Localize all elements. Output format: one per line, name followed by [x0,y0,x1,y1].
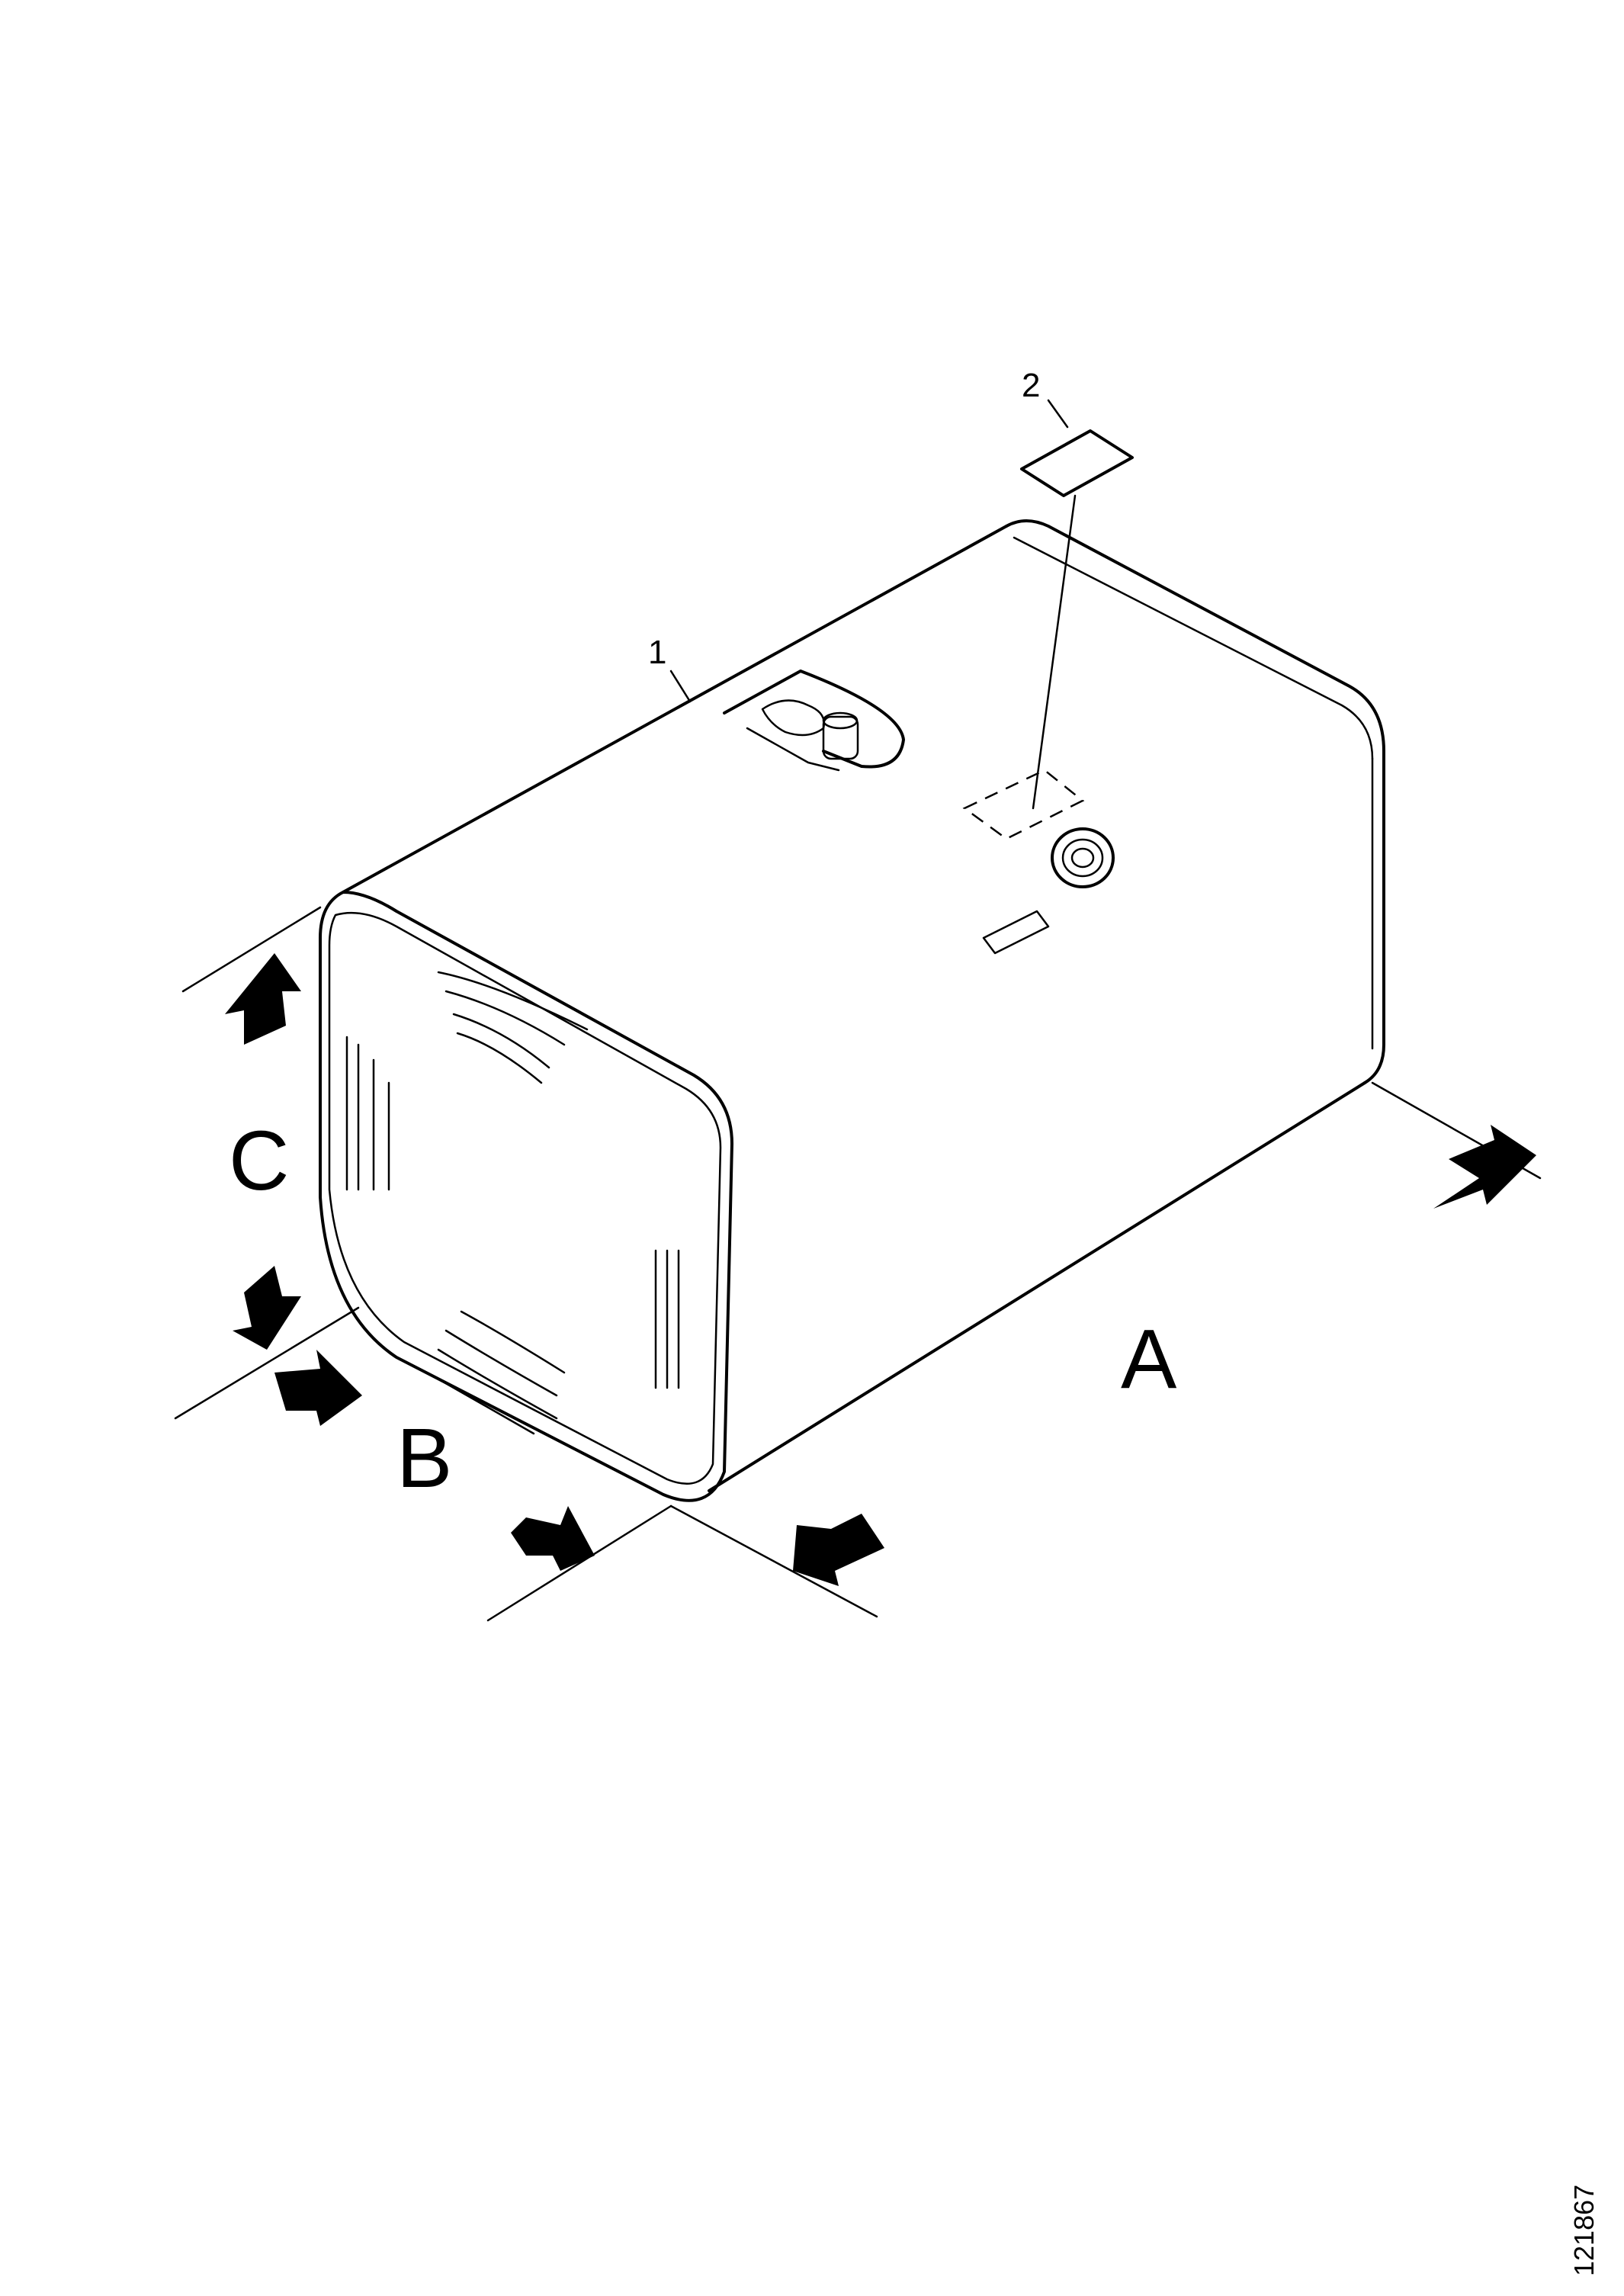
dimension-label-a: A [1121,1312,1177,1406]
fuel-tank [319,519,1385,1502]
tank-rear-rim [1013,536,1374,760]
tank-front-rim [328,911,722,1485]
callout-2: 2 [1022,367,1040,404]
arrow-c-down [233,1266,301,1350]
arrow-a-right [1433,1125,1536,1209]
tank-front-face [319,891,733,1502]
tank-port [1051,827,1115,888]
arrow-a-left [793,1514,884,1586]
filler-cap [723,670,905,772]
arrow-c-up [225,953,301,1045]
front-face-ribs [345,971,680,1435]
dimension-lines [174,906,1542,1622]
dimension-label-c: C [229,1114,289,1208]
tank-top-edge [342,525,1008,894]
callout-1: 1 [648,634,666,671]
callout-1-leader [669,670,692,703]
figure-number: 121867 [1568,2185,1600,2276]
dimension-arrows [225,953,1536,1586]
tank-bottom-edge [708,1081,1366,1492]
label-plate [1020,429,1134,497]
arrow-b-left [511,1506,595,1571]
arrow-b-right [274,1350,362,1426]
dimension-label-b: B [396,1411,452,1505]
tank-side-marking [982,910,1050,955]
label-plate-leader [1032,494,1077,810]
tank-top-right-corner [1005,519,1385,753]
tank-right-edge [1363,750,1385,1084]
callout-2-leader [1047,399,1069,429]
label-position-outline [962,769,1085,840]
